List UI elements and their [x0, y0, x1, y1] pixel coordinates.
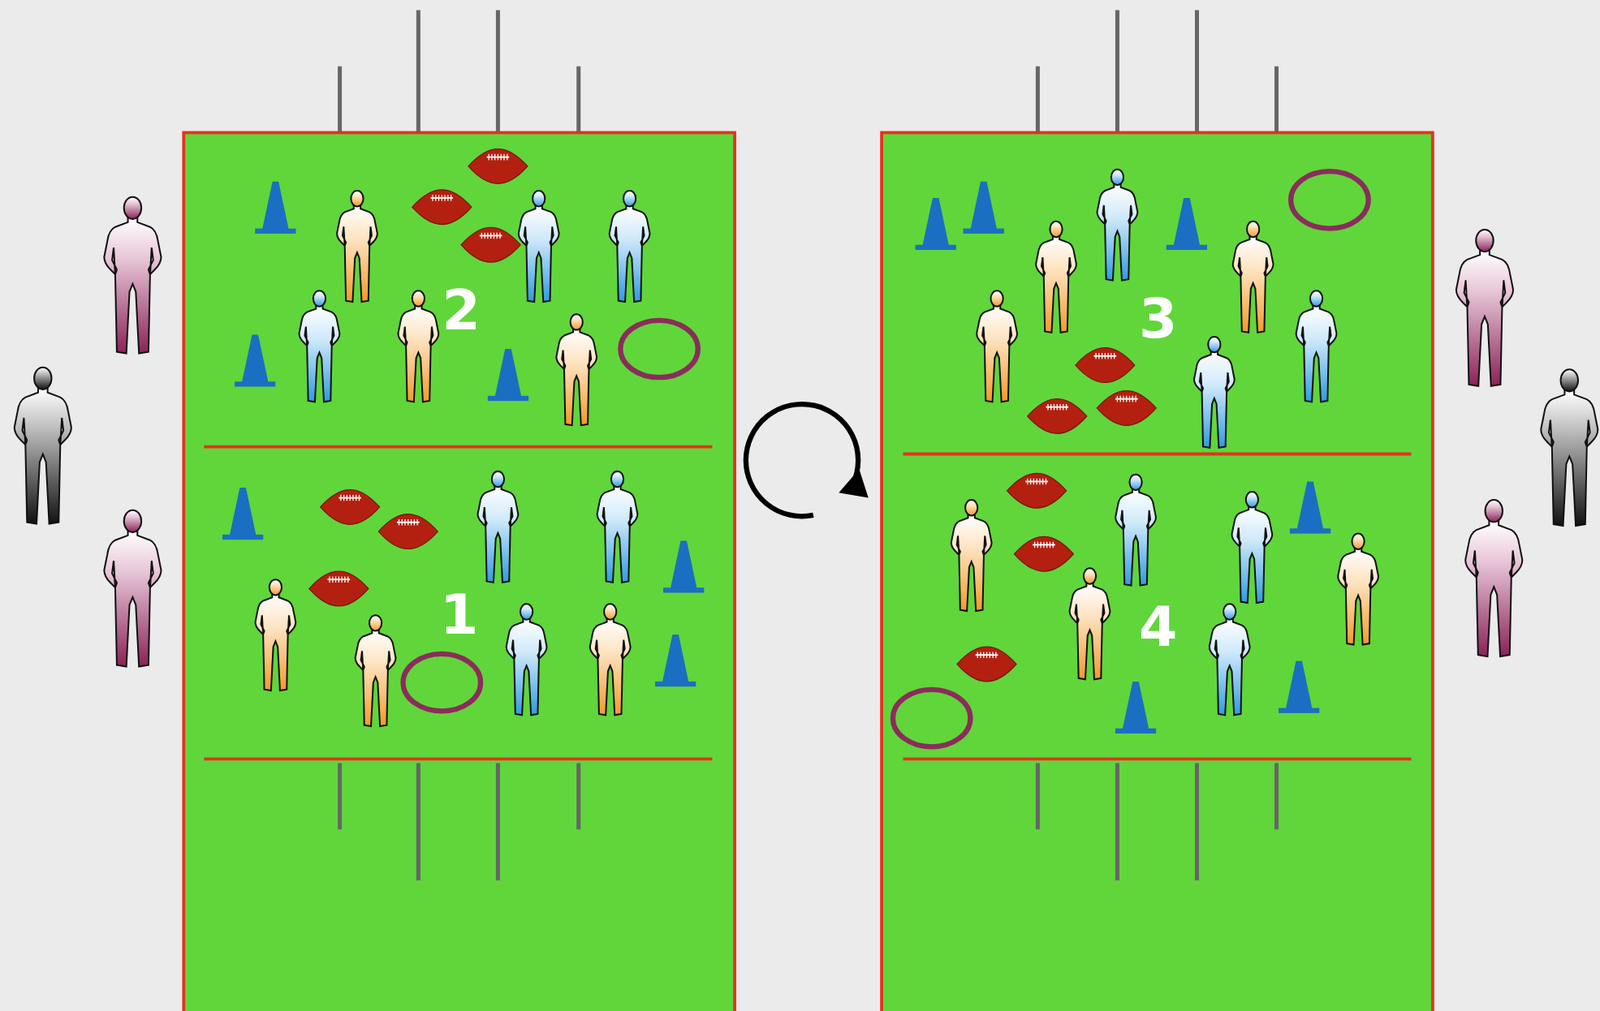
- pitch: [183, 132, 735, 1011]
- player-figure: [1097, 169, 1139, 281]
- goal-post: [1115, 763, 1120, 881]
- goal-post: [1274, 763, 1279, 830]
- player-figure: [1115, 474, 1156, 587]
- player-figure: [1337, 534, 1379, 646]
- cone: [1166, 198, 1208, 251]
- goal-post: [1035, 763, 1040, 830]
- player-figure: [1233, 221, 1274, 333]
- rugby-ball: [412, 189, 472, 225]
- hoop: [403, 654, 482, 712]
- goal-post: [416, 763, 421, 881]
- goal-post: [495, 763, 501, 881]
- hoop: [620, 320, 699, 378]
- goal-post: [1115, 10, 1120, 134]
- hoop: [892, 690, 971, 747]
- player-figure: [1231, 491, 1273, 604]
- rotation-arrow: [746, 404, 859, 517]
- player-figure: [1069, 568, 1111, 680]
- goal-post: [1194, 10, 1199, 134]
- goal-post: [495, 10, 501, 134]
- rugby-ball: [1075, 348, 1135, 384]
- cone: [234, 334, 276, 387]
- cone: [915, 198, 957, 251]
- referee-figure: [1540, 369, 1598, 527]
- goal-post: [337, 763, 342, 830]
- goal-post: [576, 66, 581, 134]
- goal-post: [1274, 763, 1279, 830]
- cone: [1115, 681, 1156, 734]
- zone-number: 2: [441, 283, 480, 339]
- player-figure: [355, 615, 397, 727]
- cone: [254, 181, 296, 234]
- rugby-ball: [468, 149, 528, 185]
- player-figure: [1296, 290, 1337, 402]
- rotation-arrowhead: [838, 469, 868, 498]
- goal-post: [337, 763, 342, 830]
- rugby-ball: [1096, 391, 1156, 427]
- zone-number: 4: [1138, 599, 1178, 656]
- player-figure: [299, 290, 341, 402]
- goal-post: [495, 763, 501, 881]
- goal-post: [1274, 66, 1279, 134]
- rugby-ball: [309, 571, 369, 607]
- zone-line: [203, 758, 712, 762]
- zone-line: [902, 758, 1411, 762]
- goal-post: [1194, 763, 1199, 881]
- player-figure: [597, 471, 639, 583]
- goal-post: [576, 763, 581, 830]
- goal-post: [1035, 66, 1040, 134]
- goal-post: [416, 10, 421, 134]
- cone: [222, 487, 264, 540]
- rugby-ball: [1007, 473, 1067, 509]
- rugby-ball: [320, 490, 380, 526]
- coach-figure: [1456, 229, 1514, 387]
- goal-post: [1115, 763, 1120, 881]
- coach-figure: [1465, 500, 1523, 657]
- rugby-ball: [1027, 399, 1087, 435]
- player-figure: [506, 603, 548, 716]
- zone-number: 3: [1138, 291, 1178, 347]
- player-figure: [609, 190, 651, 302]
- player-figure: [478, 471, 519, 583]
- player-figure: [255, 579, 297, 691]
- cone: [1289, 481, 1331, 534]
- rugby-ball: [1013, 536, 1074, 572]
- zone-line: [902, 452, 1411, 457]
- rugby-ball: [378, 514, 438, 550]
- rugby-ball: [957, 646, 1017, 682]
- player-figure: [556, 314, 597, 426]
- coach-figure: [103, 197, 161, 354]
- player-figure: [1194, 336, 1235, 449]
- goal-post: [576, 763, 581, 830]
- goal-post: [1035, 763, 1040, 830]
- player-figure: [1035, 221, 1077, 333]
- player-figure: [1209, 603, 1251, 716]
- referee-figure: [14, 367, 72, 525]
- cone: [655, 634, 696, 687]
- cone: [663, 540, 704, 593]
- player-figure: [951, 500, 992, 612]
- rugby-ball: [461, 227, 521, 263]
- cone: [963, 181, 1005, 234]
- hoop: [1290, 171, 1369, 229]
- cone: [1278, 661, 1320, 714]
- goal-post: [416, 763, 421, 881]
- goal-post: [1194, 763, 1199, 881]
- player-figure: [976, 290, 1018, 402]
- coach-figure: [103, 510, 161, 668]
- player-figure: [518, 190, 560, 302]
- zone-number: 1: [439, 587, 479, 643]
- player-figure: [397, 290, 439, 402]
- zone-line: [203, 445, 712, 449]
- player-figure: [590, 603, 631, 716]
- player-figure: [336, 190, 378, 302]
- goal-post: [337, 66, 342, 134]
- cone: [487, 349, 529, 402]
- pitch: [881, 132, 1433, 1011]
